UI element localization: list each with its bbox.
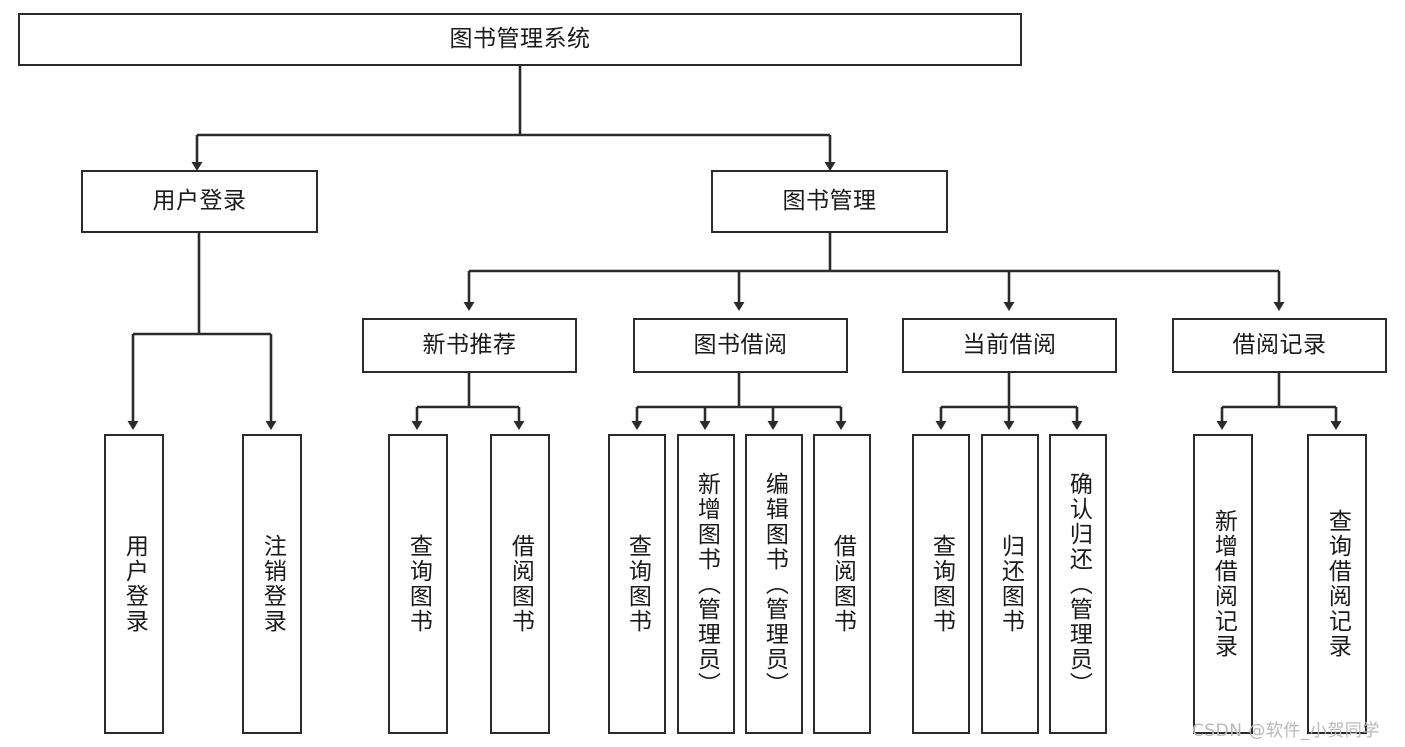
leaf-new-book-query-book[interactable]: 查询图书 [388,434,448,734]
node-label: 新书推荐 [422,331,517,358]
node-user-login[interactable]: 用户登录 [81,170,318,233]
node-root-book-management-system[interactable]: 图书管理系统 [18,13,1022,66]
node-label: 查询图书 [928,534,955,634]
node-label: 查询图书 [405,534,432,634]
node-label: 用户登录 [121,534,148,634]
node-label: 当前借阅 [962,331,1057,358]
node-borrow-record[interactable]: 借阅记录 [1172,318,1387,373]
node-label: 新增图书（管理员） [693,471,720,697]
leaf-borrow-record-add-record[interactable]: 新增借阅记录 [1193,434,1253,734]
node-label: 注销登录 [259,534,286,634]
leaf-new-book-borrow-book[interactable]: 借阅图书 [490,434,550,734]
node-new-book-recommend[interactable]: 新书推荐 [362,318,577,373]
leaf-user-login-logout[interactable]: 注销登录 [242,434,302,734]
leaf-current-borrow-query-book[interactable]: 查询图书 [912,434,970,734]
node-label: 查询图书 [624,534,651,634]
node-book-borrow[interactable]: 图书借阅 [633,318,848,373]
node-label: 编辑图书（管理员） [761,471,788,697]
leaf-book-borrow-add-book-admin[interactable]: 新增图书（管理员） [677,434,735,734]
node-label: 图书借阅 [693,331,788,358]
node-label: 借阅图书 [829,534,856,634]
node-label: 归还图书 [997,534,1024,634]
node-label: 新增借阅记录 [1210,509,1237,659]
leaf-book-borrow-query-book[interactable]: 查询图书 [608,434,666,734]
leaf-user-login-login[interactable]: 用户登录 [104,434,164,734]
leaf-current-borrow-confirm-return-admin[interactable]: 确认归还（管理员） [1049,434,1107,734]
node-book-management[interactable]: 图书管理 [711,170,948,233]
leaf-book-borrow-edit-book-admin[interactable]: 编辑图书（管理员） [745,434,803,734]
node-label: 借阅图书 [507,534,534,634]
node-label: 查询借阅记录 [1324,509,1351,659]
node-current-borrow[interactable]: 当前借阅 [902,318,1117,373]
csdn-watermark: CSDN @软件_小贺同学 [1192,721,1380,741]
node-label: 确认归还（管理员） [1065,471,1092,697]
leaf-borrow-record-query-record[interactable]: 查询借阅记录 [1307,434,1367,734]
node-label: 图书管理系统 [449,25,591,52]
node-label: 图书管理 [782,187,877,214]
node-label: 借阅记录 [1232,331,1327,358]
node-label: 用户登录 [152,187,247,214]
leaf-book-borrow-borrow-book[interactable]: 借阅图书 [813,434,871,734]
leaf-current-borrow-return-book[interactable]: 归还图书 [981,434,1039,734]
